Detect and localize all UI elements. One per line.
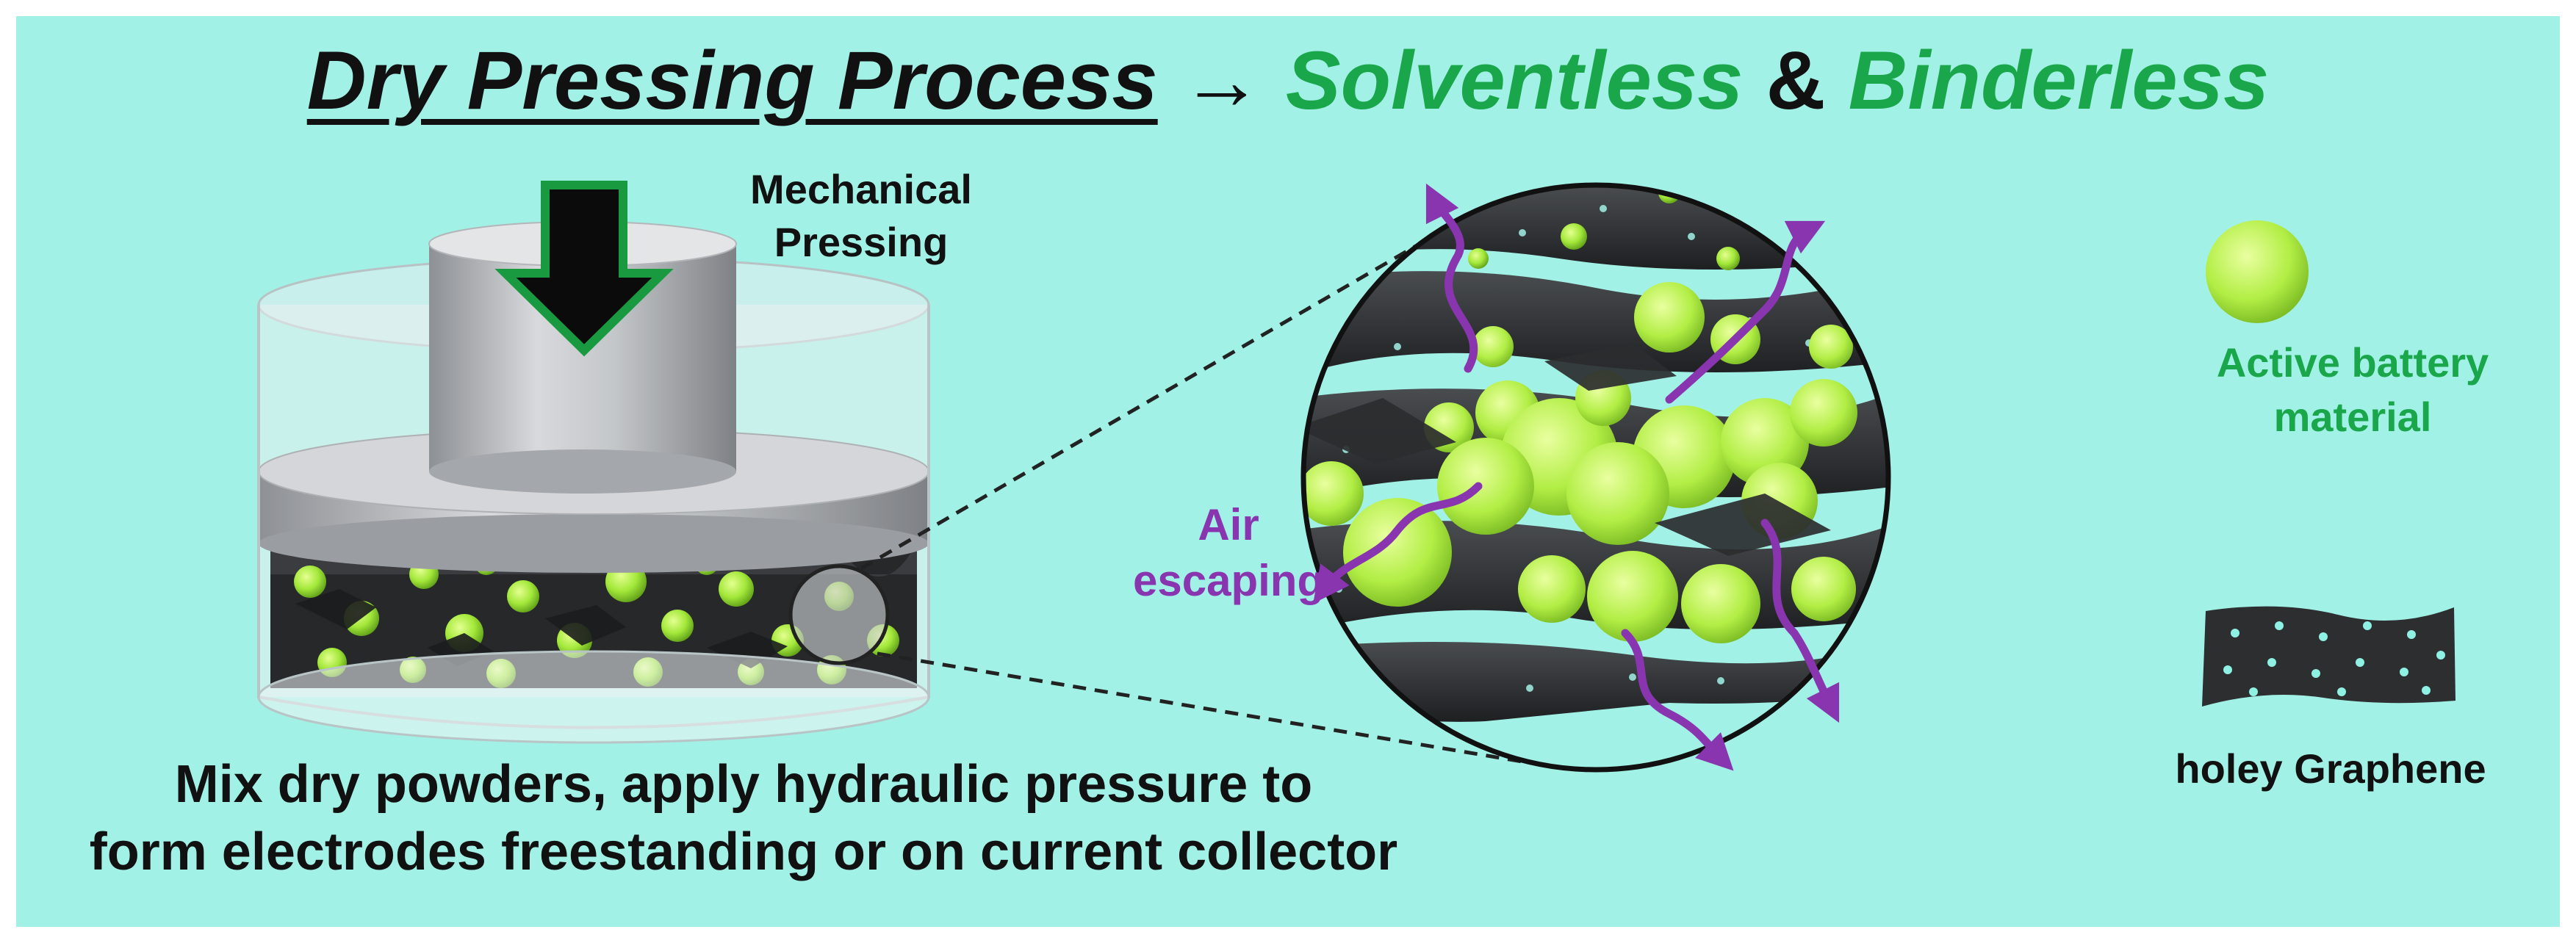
holey-graphene-sheet-icon bbox=[2202, 606, 2456, 707]
figure-title: Dry Pressing Process → Solventless & Bin… bbox=[16, 29, 2560, 132]
legend-active-material-label: Active battery material bbox=[2147, 336, 2558, 444]
air-escaping-label: Air escaping bbox=[1133, 497, 1324, 609]
air-escaping-arrows bbox=[1313, 183, 1840, 771]
zoom-lines bbox=[860, 242, 1545, 767]
microstructure-zoom bbox=[1300, 182, 1891, 773]
title-main: Dry Pressing Process bbox=[306, 35, 1158, 126]
title-arrow: → bbox=[1180, 35, 1263, 126]
legend-active-line2: material bbox=[2273, 394, 2432, 440]
air-escaping-line1: Air bbox=[1198, 500, 1259, 549]
process-caption: Mix dry powders, apply hydraulic pressur… bbox=[16, 751, 1471, 886]
legend-holey-graphene-label: holey Graphene bbox=[2175, 745, 2486, 792]
legend-active-line1: Active battery bbox=[2216, 339, 2489, 386]
mechanical-pressing-label: Mechanical Pressing bbox=[699, 163, 1023, 269]
title-ampersand: & bbox=[1766, 35, 1826, 126]
illustration bbox=[257, 181, 2456, 773]
mechanical-pressing-line2: Pressing bbox=[774, 219, 949, 265]
press-container bbox=[257, 181, 930, 744]
title-solventless: Solventless bbox=[1285, 35, 1744, 126]
caption-line2: form electrodes freestanding or on curre… bbox=[89, 823, 1398, 881]
air-escaping-line2: escaping bbox=[1133, 556, 1325, 605]
title-binderless: Binderless bbox=[1848, 35, 2270, 126]
mechanical-pressing-line1: Mechanical bbox=[750, 166, 972, 212]
caption-line1: Mix dry powders, apply hydraulic pressur… bbox=[174, 755, 1313, 814]
active-material-sphere-icon bbox=[2206, 220, 2309, 323]
zoom-region bbox=[788, 564, 890, 665]
pressing-arrow-icon bbox=[494, 181, 674, 357]
figure-panel: Dry Pressing Process → Solventless & Bin… bbox=[16, 16, 2560, 927]
